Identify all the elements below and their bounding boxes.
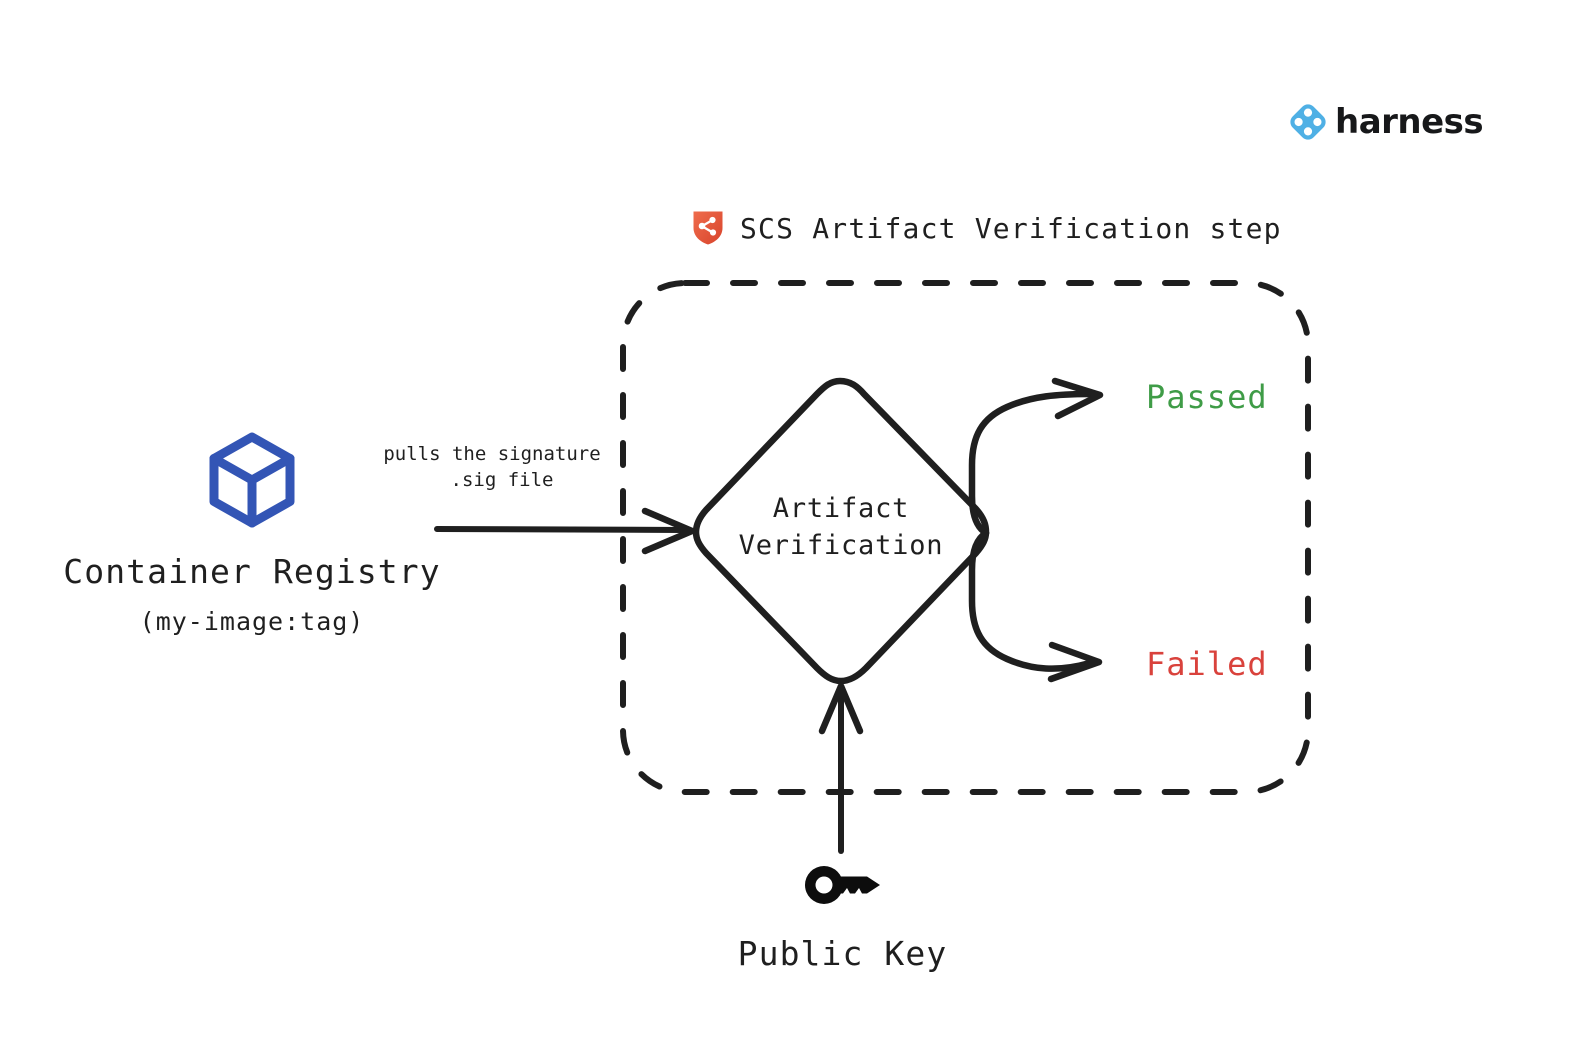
container-registry-label: Container Registry bbox=[63, 552, 441, 591]
edge-label-pulls-signature: pulls the signature .sig file bbox=[377, 441, 607, 493]
edge-label-line-1: pulls the signature bbox=[383, 443, 601, 465]
artifact-verification-label-line-1: Artifact bbox=[772, 493, 910, 524]
container-registry-node: Container Registry (my-image:tag) bbox=[62, 428, 442, 636]
outcome-passed-label: Passed bbox=[1146, 378, 1268, 416]
scs-step-title-row: SCS Artifact Verification step bbox=[692, 210, 1282, 246]
public-key-node: Public Key bbox=[700, 862, 985, 973]
public-key-label: Public Key bbox=[737, 934, 948, 973]
artifact-verification-label: Artifact Verification bbox=[710, 490, 972, 564]
artifact-verification-diamond bbox=[692, 377, 990, 685]
arrow-verification-to-passed bbox=[968, 377, 1104, 537]
container-cube-icon bbox=[209, 432, 295, 528]
arrow-publickey-to-verification bbox=[818, 682, 864, 854]
outcome-failed-label: Failed bbox=[1146, 645, 1268, 683]
scs-step-title: SCS Artifact Verification step bbox=[740, 211, 1282, 245]
artifact-verification-label-line-2: Verification bbox=[738, 530, 944, 561]
key-icon bbox=[804, 866, 880, 904]
arrow-registry-to-verification bbox=[434, 507, 696, 555]
harness-diamond-logo-icon bbox=[1290, 104, 1326, 140]
scs-step-boundary bbox=[620, 280, 1311, 795]
harness-wordmark: harness bbox=[1335, 102, 1484, 142]
scs-shield-icon bbox=[693, 211, 723, 245]
edge-label-line-2: .sig file bbox=[450, 469, 554, 491]
container-registry-sublabel: (my-image:tag) bbox=[139, 607, 365, 636]
arrow-verification-to-failed bbox=[968, 529, 1103, 683]
harness-logo: harness bbox=[1288, 102, 1484, 142]
